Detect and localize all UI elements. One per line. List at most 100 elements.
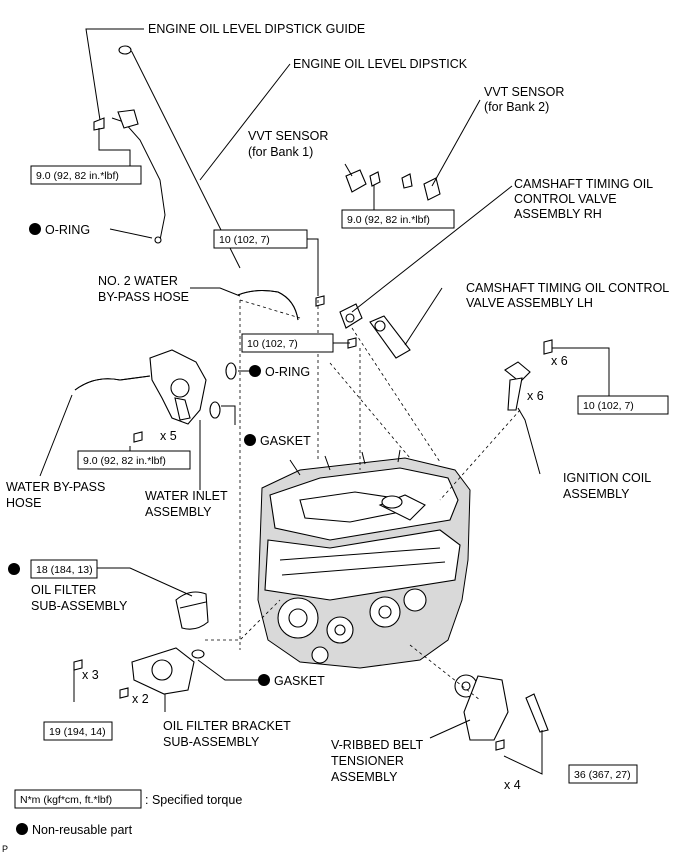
qty-ignition-coils: x 6 bbox=[527, 389, 544, 403]
ocv-rh-part bbox=[339, 303, 363, 329]
no2-water-bypass-hose-part bbox=[237, 290, 299, 321]
qty-ignition-bolts: x 6 bbox=[551, 354, 568, 368]
water-bypass-hose-part bbox=[74, 375, 151, 391]
torque-box-ignition: 10 (102, 7) bbox=[577, 395, 669, 415]
torque-value: 10 (102, 7) bbox=[583, 400, 634, 412]
vvt-sensor-bank1-part bbox=[345, 169, 381, 193]
label-vvt-bank1-line1: VVT SENSOR bbox=[248, 129, 328, 143]
ignition-coil-part bbox=[504, 339, 553, 411]
leader-oil-filter-torque bbox=[96, 567, 193, 597]
label-bracket-line2: SUB-ASSEMBLY bbox=[163, 735, 260, 749]
label-ocv-lh-line2: VALVE ASSEMBLY LH bbox=[466, 296, 593, 310]
label-vvt-bank2-line1: VVT SENSOR bbox=[484, 85, 564, 99]
leader-bypass-hose bbox=[39, 394, 73, 477]
non-reusable-dot bbox=[29, 223, 41, 235]
torque-value: 9.0 (92, 82 in.*lbf) bbox=[36, 170, 119, 182]
torque-value: 18 (184, 13) bbox=[36, 564, 93, 576]
oring-2-part bbox=[225, 362, 237, 380]
qty-bracket-bolts-b: x 2 bbox=[132, 692, 149, 706]
torque-box-vvt: 9.0 (92, 82 in.*lbf) bbox=[341, 209, 455, 229]
torque-value: 19 (194, 14) bbox=[49, 726, 106, 738]
torque-value: 10 (102, 7) bbox=[247, 338, 298, 350]
dipstick-guide-bolt bbox=[93, 117, 105, 140]
label-no2-hose-line2: BY-PASS HOSE bbox=[98, 290, 189, 304]
label-tensioner-line3: ASSEMBLY bbox=[331, 770, 398, 784]
leader-oring-1 bbox=[109, 228, 153, 239]
label-ocv-lh-line1: CAMSHAFT TIMING OIL CONTROL bbox=[466, 281, 669, 295]
qty-tensioner-bolts: x 4 bbox=[504, 778, 521, 792]
label-ocv-rh-line3: ASSEMBLY RH bbox=[514, 207, 602, 221]
label-oil-filter-line2: SUB-ASSEMBLY bbox=[31, 599, 128, 613]
vvt-sensor-bank2-part bbox=[401, 173, 441, 201]
leader-dipstick-torque bbox=[98, 140, 131, 166]
qty-water-inlet-bolts: x 5 bbox=[160, 429, 177, 443]
label-dipstick: ENGINE OIL LEVEL DIPSTICK bbox=[293, 57, 468, 71]
legend-torque-box: N*m (kgf*cm, ft.*lbf) bbox=[20, 794, 112, 806]
torque-box-oil-filter: 18 (184, 13) bbox=[30, 559, 98, 579]
leader-no2-hose bbox=[190, 287, 241, 297]
non-reusable-dot bbox=[8, 563, 20, 575]
water-inlet-bolt bbox=[133, 431, 143, 443]
non-reusable-dot bbox=[244, 434, 256, 446]
torque-value: 9.0 (92, 82 in.*lbf) bbox=[347, 214, 430, 226]
legend-torque-desc: : Specified torque bbox=[145, 793, 242, 807]
label-tensioner-line1: V-RIBBED BELT bbox=[331, 738, 424, 752]
label-gasket-2: GASKET bbox=[274, 674, 325, 688]
torque-box-ocv-lh: 10 (102, 7) bbox=[241, 333, 334, 353]
leader-vvt-bank2 bbox=[431, 99, 481, 187]
leader-tensioner-torque bbox=[503, 730, 543, 775]
non-reusable-dot bbox=[258, 674, 270, 686]
leader-dipstick bbox=[199, 63, 291, 181]
label-water-inlet-line1: WATER INLET bbox=[145, 489, 228, 503]
torque-box-dipstick: 9.0 (92, 82 in.*lbf) bbox=[30, 165, 142, 185]
water-inlet-part bbox=[149, 349, 207, 425]
torque-box-ocv-rh: 10 (102, 7) bbox=[213, 229, 308, 249]
label-bracket-line1: OIL FILTER BRACKET bbox=[163, 719, 291, 733]
gasket-1-part bbox=[209, 401, 221, 419]
torque-box-bracket: 19 (194, 14) bbox=[43, 721, 113, 741]
legend-non-reusable: Non-reusable part bbox=[16, 823, 133, 837]
leader-ignition-torque bbox=[552, 347, 610, 396]
leader-gasket-2 bbox=[197, 659, 258, 681]
corner-mark: P bbox=[2, 844, 8, 854]
leader-ocv-rh-torque bbox=[307, 238, 319, 296]
label-dipstick-guide: ENGINE OIL LEVEL DIPSTICK GUIDE bbox=[148, 22, 365, 36]
leader-ignition bbox=[517, 407, 541, 475]
label-ignition-line1: IGNITION COIL bbox=[563, 471, 651, 485]
ocv-bolts bbox=[315, 295, 357, 349]
label-oring-1: O-RING bbox=[45, 223, 90, 237]
qty-bracket-bolts-a: x 3 bbox=[82, 668, 99, 682]
label-ocv-rh-line2: CONTROL VALVE bbox=[514, 192, 617, 206]
label-bypass-hose-line2: HOSE bbox=[6, 496, 41, 510]
leader-ocv-rh bbox=[351, 185, 513, 313]
label-oring-2: O-RING bbox=[265, 365, 310, 379]
oil-filter-bracket-part bbox=[131, 647, 205, 695]
leader-gasket-1 bbox=[221, 405, 236, 425]
label-ocv-rh-line1: CAMSHAFT TIMING OIL bbox=[514, 177, 653, 191]
label-tensioner-line2: TENSIONER bbox=[331, 754, 404, 768]
torque-box-water-inlet: 9.0 (92, 82 in.*lbf) bbox=[77, 450, 191, 470]
dipstick-guide-part bbox=[111, 109, 166, 244]
non-reusable-dot bbox=[249, 365, 261, 377]
tensioner-part bbox=[454, 674, 549, 751]
torque-value: 9.0 (92, 82 in.*lbf) bbox=[83, 455, 166, 467]
engine-illustration bbox=[257, 449, 471, 669]
alignment-lines bbox=[205, 299, 521, 701]
label-no2-hose-line1: NO. 2 WATER bbox=[98, 274, 178, 288]
label-water-inlet-line2: ASSEMBLY bbox=[145, 505, 212, 519]
label-vvt-bank2-line2: (for Bank 2) bbox=[484, 100, 549, 114]
label-vvt-bank1-line2: (for Bank 1) bbox=[248, 145, 313, 159]
leader-vvt-bank1 bbox=[344, 163, 353, 177]
leader-dipstick-guide bbox=[85, 28, 144, 121]
dipstick-part bbox=[118, 45, 241, 269]
legend-non-reusable-text: Non-reusable part bbox=[32, 823, 133, 837]
torque-box-tensioner: 36 (367, 27) bbox=[568, 764, 638, 784]
leader-ocv-lh bbox=[404, 287, 443, 346]
label-bypass-hose-line1: WATER BY-PASS bbox=[6, 480, 105, 494]
legend-torque: N*m (kgf*cm, ft.*lbf) : Specified torque bbox=[14, 789, 242, 809]
torque-value: 10 (102, 7) bbox=[219, 234, 270, 246]
label-oil-filter-line1: OIL FILTER bbox=[31, 583, 96, 597]
label-ignition-line2: ASSEMBLY bbox=[563, 487, 630, 501]
leader-tensioner bbox=[429, 719, 471, 739]
